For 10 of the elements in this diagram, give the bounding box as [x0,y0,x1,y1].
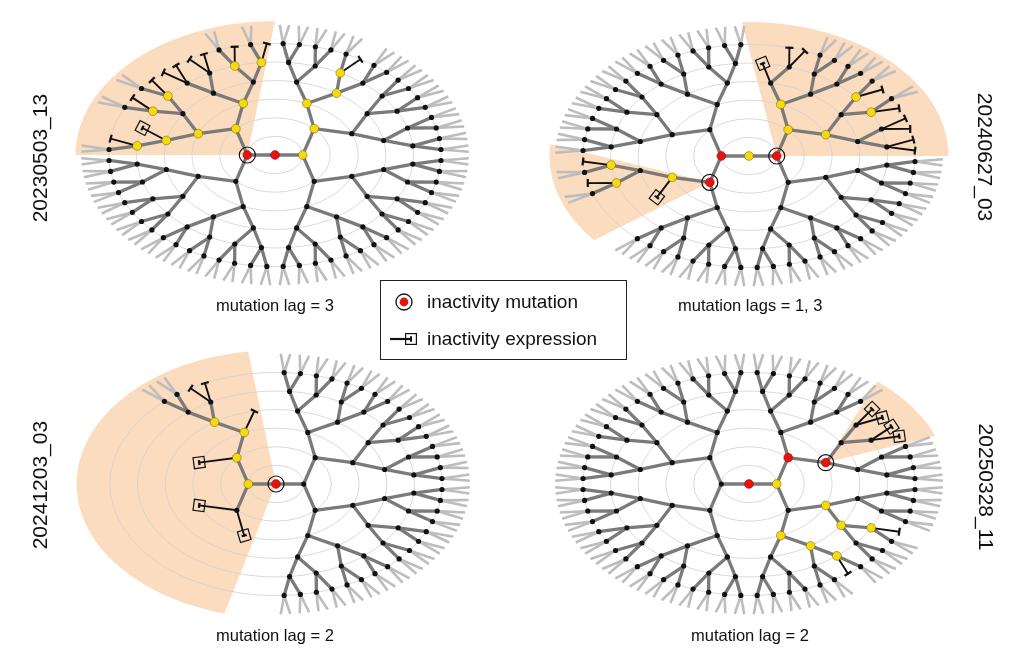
legend-label: inactivity expression [427,328,598,350]
sample-label: 20230503_13 [28,93,53,223]
sample-label: 20241203_03 [28,420,53,550]
panel-caption: mutation lag = 3 [216,295,334,315]
panel-caption: mutation lag = 2 [691,625,809,645]
panel-caption: mutation lag = 2 [216,625,334,645]
sample-label: 20250328_11 [973,423,998,551]
legend-label: inactivity mutation [427,291,578,313]
sample-label: 20240627_03 [973,92,998,222]
panel-caption: mutation lags = 1, 3 [678,295,823,315]
